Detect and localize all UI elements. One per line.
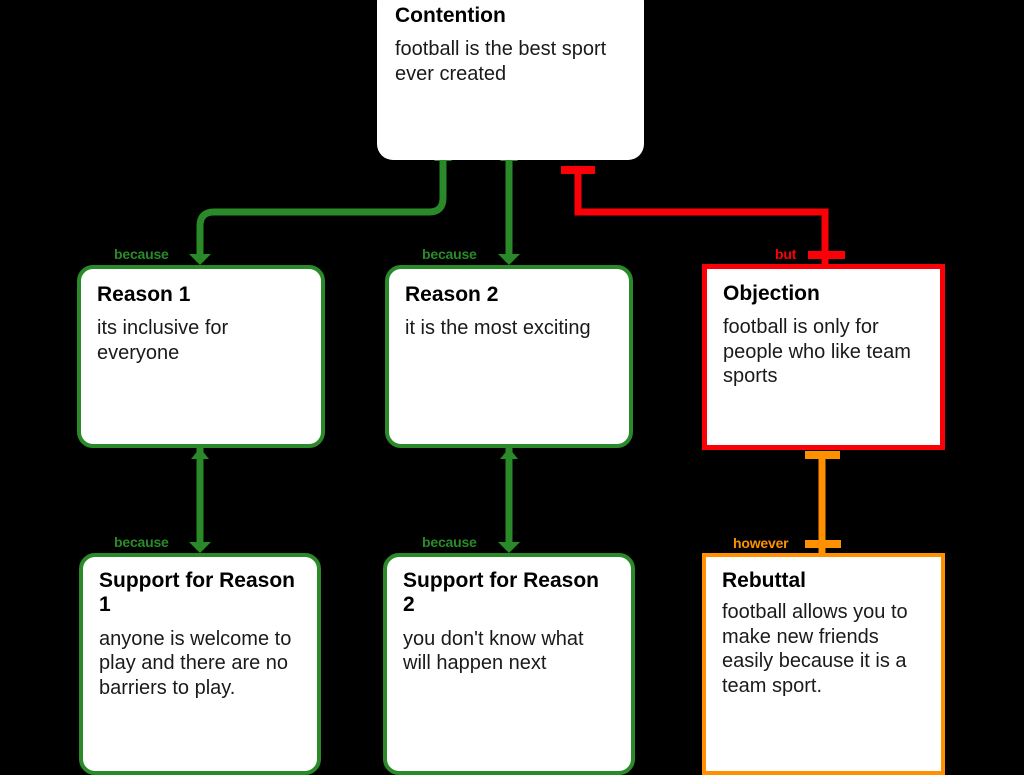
node-objection-title: Objection [723,282,820,305]
edge-reason-1-support-1[interactable] [189,448,211,553]
edge-label-contention-objection: but [775,246,797,262]
node-rebuttal[interactable]: Rebuttal football allows you to make new… [702,553,945,775]
edge-label-reason-2-support-2: because [422,534,477,550]
edge-objection-rebuttal[interactable] [805,451,841,553]
node-rebuttal-body: football allows you to make new friends … [722,601,908,697]
node-objection[interactable]: Objection football is only for people wh… [702,264,945,450]
node-reason-1[interactable]: Reason 1 its inclusive for everyone [77,265,325,448]
node-reason-2[interactable]: Reason 2 it is the most exciting [385,265,633,448]
tail-marker-support-1 [191,448,209,459]
edge-label-reason-1-support-1: because [114,534,169,550]
node-support-for-reason-1[interactable]: Support for Reason 1 anyone is welcome t… [79,553,321,775]
tail-marker-support-2 [500,448,518,459]
edge-label-contention-reason-2: because [422,246,477,262]
edge-contention-objection[interactable] [561,166,845,264]
node-support-for-reason-2-title: Support for Reason 2 [403,569,600,617]
arrowhead-support-2 [498,542,520,553]
node-support-for-reason-1-title: Support for Reason 1 [99,569,296,617]
node-support-for-reason-2[interactable]: Support for Reason 2 you don't know what… [383,553,635,775]
node-reason-2-body: it is the most exciting [405,317,591,340]
edge-reason-2-support-2[interactable] [498,448,520,553]
node-contention-body: football is the best sport ever created [395,38,607,85]
node-contention[interactable]: Contention football is the best sport ev… [377,0,644,160]
edge-label-objection-rebuttal: however [733,535,789,551]
edge-contention-reason-1[interactable] [189,150,452,265]
node-reason-1-body: its inclusive for everyone [97,317,229,364]
arrowhead-reason-1 [189,254,211,265]
node-reason-1-title: Reason 1 [97,283,191,306]
arrowhead-reason-2 [498,254,520,265]
edge-label-contention-reason-1: because [114,246,169,262]
node-rebuttal-title: Rebuttal [722,569,806,592]
node-support-for-reason-1-body: anyone is welcome to play and there are … [99,627,292,699]
node-reason-2-title: Reason 2 [405,283,499,306]
node-support-for-reason-2-body: you don't know what will happen next [403,627,584,675]
node-contention-title: Contention [395,4,506,27]
arrowhead-support-1 [189,542,211,553]
edge-contention-reason-2[interactable] [498,150,520,265]
node-objection-body: football is only for people who like tea… [723,316,911,388]
